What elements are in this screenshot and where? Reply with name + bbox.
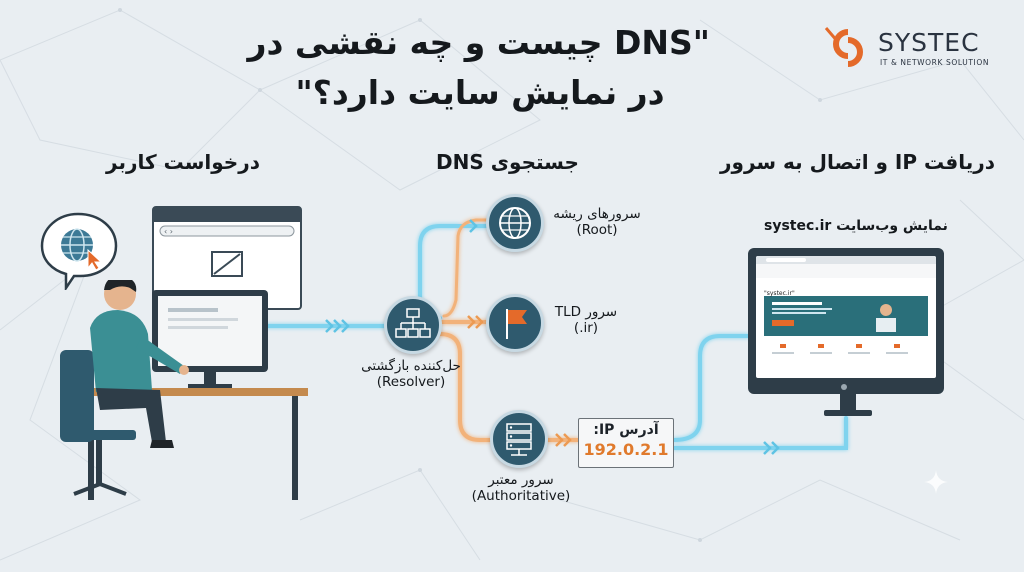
title-line-1: "DNS چیست و چه نقشی در: [247, 23, 710, 62]
browser-titlebar: [154, 208, 300, 222]
logo-name: SYSTEC: [878, 28, 980, 57]
globe-icon: [499, 207, 531, 239]
browser-content: ‹ ›: [159, 225, 295, 277]
flag-icon: [506, 309, 527, 339]
ip-address-box: آدرس IP: 192.0.2.1: [578, 418, 674, 468]
ip-label: آدرس IP:: [593, 422, 659, 438]
root-label-en: (Root): [576, 222, 618, 238]
resolver-label: حل‌کننده بازگشتی (Resolver): [346, 358, 476, 390]
globe-icon: [61, 228, 93, 262]
authoritative-label: سرور معتبر (Authoritative): [456, 472, 586, 504]
svg-text:‹ ›: ‹ ›: [164, 227, 173, 236]
tld-label-en: (.ir): [573, 320, 599, 336]
speech-bubble: [40, 212, 118, 290]
website-screen: "systec.ir": [756, 256, 936, 378]
monitor-power-dot: [841, 384, 847, 390]
cursor-icon: [87, 248, 103, 271]
server-rack-icon: [506, 423, 532, 456]
section-user-request: درخواست کاربر: [106, 150, 260, 174]
website-url-text: "systec.ir": [764, 290, 795, 297]
section-ip-connect: دریافت IP و اتصال به سرور: [720, 150, 996, 174]
user-at-desk-illustration: [60, 280, 308, 500]
page-title: "DNS چیست و چه نقشی در در نمایش سایت دار…: [247, 18, 710, 118]
authoritative-label-en: (Authoritative): [471, 488, 571, 504]
systec-logo: SYSTEC IT & NETWORK SOLUTION: [818, 22, 1008, 74]
server-website-monitor: "systec.ir": [748, 248, 944, 394]
section-dns-lookup: جستجوی DNS: [436, 150, 579, 174]
broken-page-icon: [211, 251, 243, 277]
root-label: سرورهای ریشه (Root): [552, 206, 642, 238]
resolver-node: [384, 296, 442, 354]
ip-value: 192.0.2.1: [583, 440, 669, 459]
title-line-2: در نمایش سایت دارد؟": [295, 73, 665, 112]
tld-server-node: [486, 294, 544, 352]
root-label-fa: سرورهای ریشه: [553, 206, 641, 222]
logo-subtitle: IT & NETWORK SOLUTION: [880, 58, 990, 67]
authoritative-server-node: [490, 410, 548, 468]
authoritative-label-fa: سرور معتبر: [488, 472, 554, 488]
root-server-node: [486, 194, 544, 252]
monitor-stand: [824, 394, 872, 416]
hierarchy-icon: [395, 308, 431, 338]
resolver-label-fa: حل‌کننده بازگشتی: [361, 358, 461, 374]
resolver-label-en: (Resolver): [376, 374, 446, 390]
website-caption: نمایش وب‌سایت systec.ir: [764, 218, 948, 234]
tld-label: سرور TLD (.ir): [546, 304, 626, 336]
tld-label-fa: سرور TLD: [554, 304, 618, 320]
sparkle-icon: [924, 470, 948, 494]
logo-mark-icon: [824, 27, 863, 67]
